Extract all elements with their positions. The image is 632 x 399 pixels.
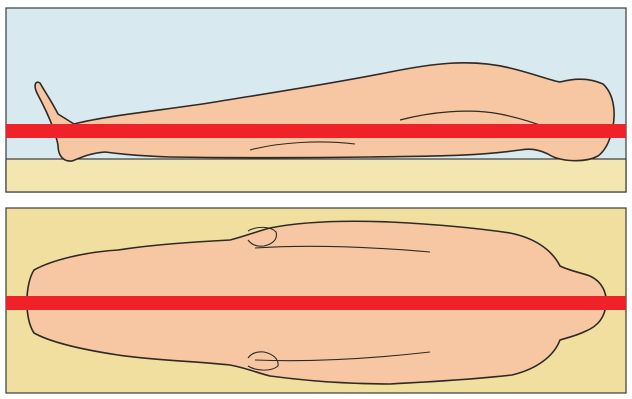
- side-laser-line: [6, 124, 626, 138]
- side-view-panel: [6, 8, 626, 192]
- table-platform: [6, 159, 626, 192]
- top-laser-line: [6, 296, 626, 310]
- top-view-panel: [6, 208, 626, 393]
